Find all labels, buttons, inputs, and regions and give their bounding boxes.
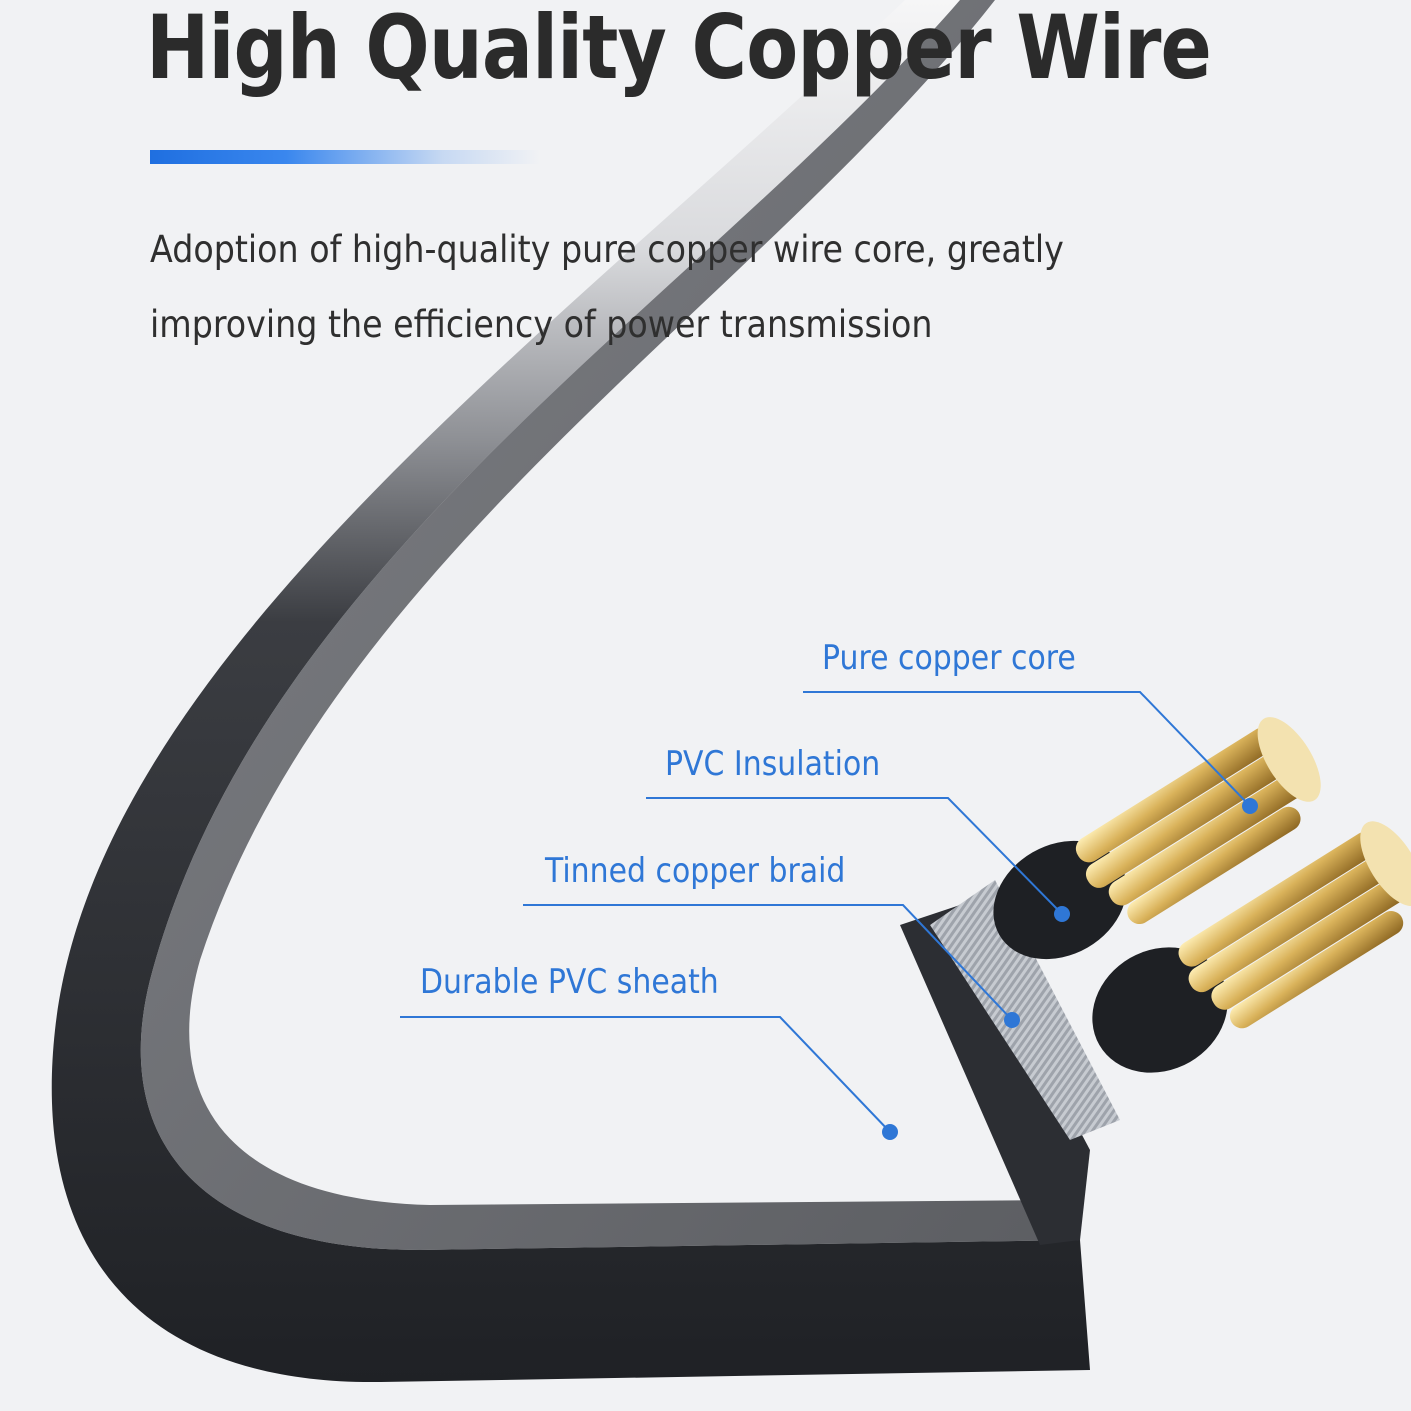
leader-durable-pvc-sheath <box>400 1016 891 1133</box>
dot-durable-pvc-sheath <box>882 1124 898 1140</box>
headline: High Quality Copper Wire <box>146 0 1212 99</box>
callout-tinned-copper-braid: Tinned copper braid <box>545 851 846 891</box>
description: Adoption of high-quality pure copper wir… <box>150 228 1064 346</box>
leader-pure-copper-core <box>803 691 1251 807</box>
accent-bar <box>150 150 540 164</box>
leader-lines <box>400 691 1251 1133</box>
dot-tinned-copper-braid <box>1004 1012 1020 1028</box>
copper-bundle-lower <box>1178 821 1411 1029</box>
callout-pure-copper-core: Pure copper core <box>822 638 1076 678</box>
insulation-lower <box>1092 947 1228 1073</box>
leader-tinned-copper-braid <box>523 904 1013 1021</box>
dot-pvc-insulation <box>1054 906 1070 922</box>
callout-pvc-insulation: PVC Insulation <box>665 744 881 784</box>
dot-pure-copper-core <box>1242 798 1258 814</box>
sheath-end <box>900 905 1090 1245</box>
leader-dots <box>882 798 1258 1140</box>
braid-band <box>930 880 1120 1140</box>
leader-pvc-insulation <box>646 797 1063 915</box>
callout-durable-pvc-sheath: Durable PVC sheath <box>420 962 719 1002</box>
cable-body <box>51 0 1091 1383</box>
